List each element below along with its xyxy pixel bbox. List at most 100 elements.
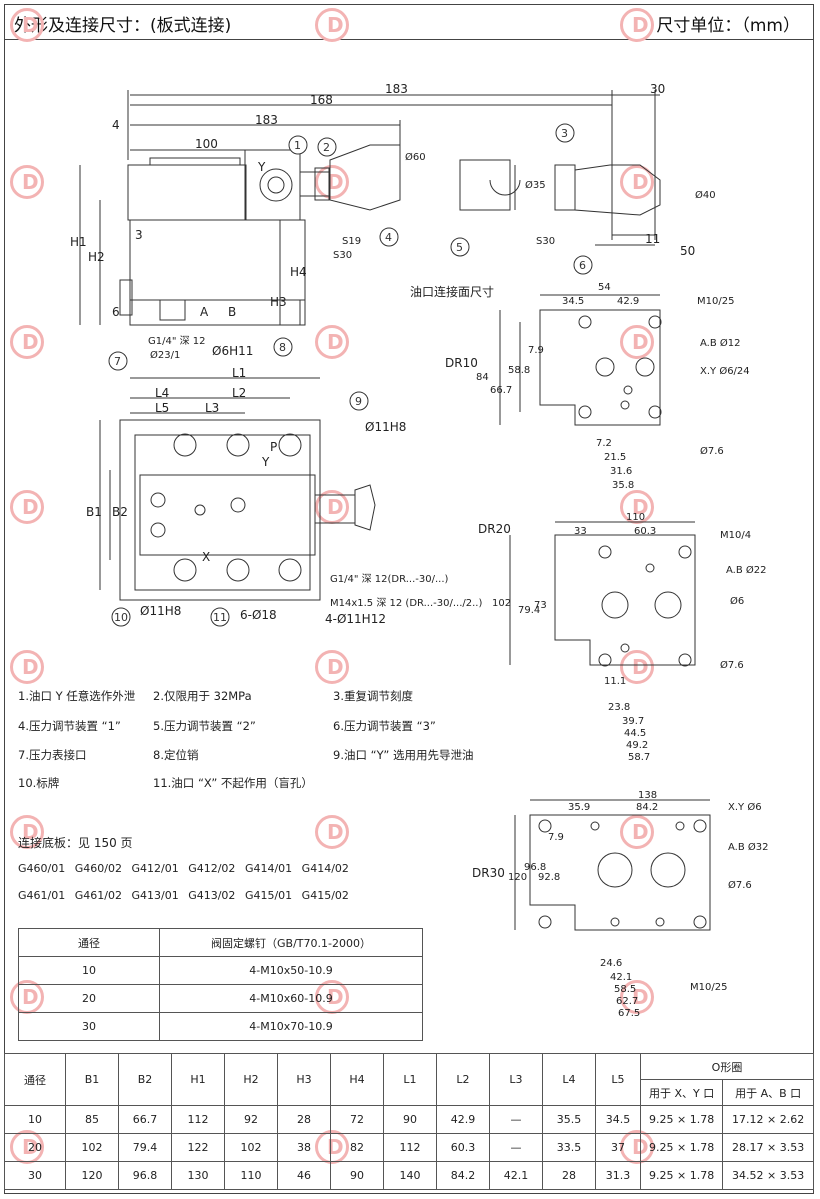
dim-4: 4 [112,118,120,132]
plan-y: Y [262,455,270,469]
callout-10-text: 10 [114,611,128,624]
dr20-dim-49.2: 49.2 [626,740,649,751]
dim-183: 183 [255,113,278,127]
side-text-b: B [228,305,237,319]
dim-30: 30 [650,82,666,96]
note-item: 9.油口 “Y” 选用用先导泄油 [333,748,474,762]
dim-11: 11 [645,232,661,246]
table-cell: 122 [171,1133,225,1162]
dr10-dim-84: 84 [476,372,489,383]
dr10-dim-58.8: 58.8 [508,365,531,376]
subplate-code: G414/01 [244,862,293,875]
dimension-table: 通径 B1 B2 H1 H2 H3 H4 L1 L2 L3 L4 L5 O形圈 … [4,1053,814,1190]
table-cell: 110 [224,1161,278,1190]
plan-l1: L1 [232,366,247,380]
table-cell: 82 [330,1133,384,1162]
side-text-a: A [200,305,209,319]
callout-6: 6 [573,255,593,275]
note-item: 2.仅限用于 32MPa [153,689,252,703]
bolt-table-header: 阀固定螺钉（GB/T70.1-2000） [159,928,423,957]
dr10-label: DR10 [445,356,478,370]
table-row: 30 120 96.8 130 110 46 90 140 84.2 42.1 … [4,1161,814,1190]
callout-6-text: 6 [579,259,586,272]
dim-3: 3 [135,228,143,242]
subplate-code: G413/02 [188,889,236,902]
table-cell: 35.5 [542,1105,596,1134]
table-cell: 9.25 × 1.78 [639,1161,724,1190]
dr30-dim-67.5: 67.5 [618,1008,641,1019]
dr10-dim-m10-25: M10/25 [697,296,735,307]
table-cell: 66.7 [118,1105,172,1134]
dr30-dim-138: 138 [638,790,658,801]
oring-header: O形圈 [640,1053,814,1080]
dr30-dim-xy6: X.Y Ø6 [728,802,762,813]
dr30-dim-ab32: A.B Ø32 [728,842,769,853]
callout-11-text: 11 [213,611,227,624]
dim-d60: Ø60 [405,152,426,163]
table-cell: 60.3 [436,1133,490,1162]
table-cell: 38 [277,1133,331,1162]
dim-168: 168 [310,93,333,107]
table-cell: 42.1 [489,1161,543,1190]
subplate-code: G460/01 [18,862,66,875]
dr10-dim-42.9: 42.9 [617,296,640,307]
callout-8-text: 8 [279,341,286,354]
note-item: 10.标牌 [18,776,60,790]
callout-8: 8 [273,337,293,357]
note-item: 11.油口 “X” 不起作用（盲孔） [153,776,313,790]
dr10-dim-7.2: 7.2 [596,438,612,449]
side-text-d6h11: Ø6H11 [212,344,254,358]
plan-x: X [202,550,211,564]
callout-5-text: 5 [456,241,463,254]
subplate-code: G460/02 [74,862,122,875]
dr10-dim-54: 54 [598,282,611,293]
table-row: 30 4-M10x70-10.9 [18,1012,423,1041]
callout-2-text: 2 [323,141,330,154]
plan-l3: L3 [205,401,220,415]
dr20-dim-ab22: A.B Ø22 [726,565,767,576]
plan-note-m14: M14x1.5 深 12 (DR...-30/.../2..) [330,598,483,609]
dr30-dim-96.8: 96.8 [524,862,547,873]
dim-table-header: L2 [436,1053,490,1106]
table-cell: 85 [65,1105,119,1134]
subplate-codes-row2: G461/01 G461/02 G413/01 G413/02 G415/01 … [18,889,349,902]
table-cell: 112 [383,1133,437,1162]
table-row: 20 4-M10x60-10.9 [18,984,423,1013]
table-cell: 102 [224,1133,278,1162]
subplate-code: G415/02 [301,889,349,902]
callout-2: 2 [317,137,337,157]
table-cell: 96.8 [118,1161,172,1190]
dr20-dim-102: 102 [492,598,512,609]
dr20-dim-33: 33 [574,526,587,537]
subplate-codes-row1: G460/01 G460/02 G412/01 G412/02 G414/01 … [18,862,349,875]
dim-table-header: B1 [65,1053,119,1106]
table-row: 20 102 79.4 122 102 38 82 112 60.3 — 33.… [4,1133,814,1162]
callout-5: 5 [450,237,470,257]
dim-table-header: H1 [171,1053,225,1106]
dr10-dim-d7.6: Ø7.6 [700,446,724,457]
plan-l2: L2 [232,386,247,400]
table-cell: 90 [383,1105,437,1134]
dr30-dim-7.9: 7.9 [548,832,564,843]
dr30-dim-24.6: 24.6 [600,958,623,969]
note-item: 1.油口 Y 任意选作外泄 [18,689,136,703]
dr20-dim-m10: M10/4 [720,530,752,541]
dr10-dim-7.9: 7.9 [528,345,544,356]
dim-s19: S19 [342,236,362,247]
dr10-dim-31.6: 31.6 [610,466,633,477]
table-cell: 28 [277,1105,331,1134]
table-cell: 34.52 × 3.53 [722,1161,814,1190]
callout-7-text: 7 [114,355,121,368]
table-cell: 28.17 × 3.53 [722,1133,814,1162]
subplate-code: G412/02 [188,862,236,875]
table-cell: — [489,1133,543,1162]
dim-table-header: H3 [277,1053,331,1106]
callout-10: 10 [111,607,131,627]
dr30-dim-62.7: 62.7 [616,996,639,1007]
pressure-adjust-knob [329,144,401,211]
table-cell: 37 [595,1133,641,1162]
table-cell: 30 [18,1012,160,1041]
dr10-dim-21.5: 21.5 [604,452,627,463]
note-item: 5.压力调节装置 “2” [153,719,256,733]
plan-l5: L5 [155,401,170,415]
